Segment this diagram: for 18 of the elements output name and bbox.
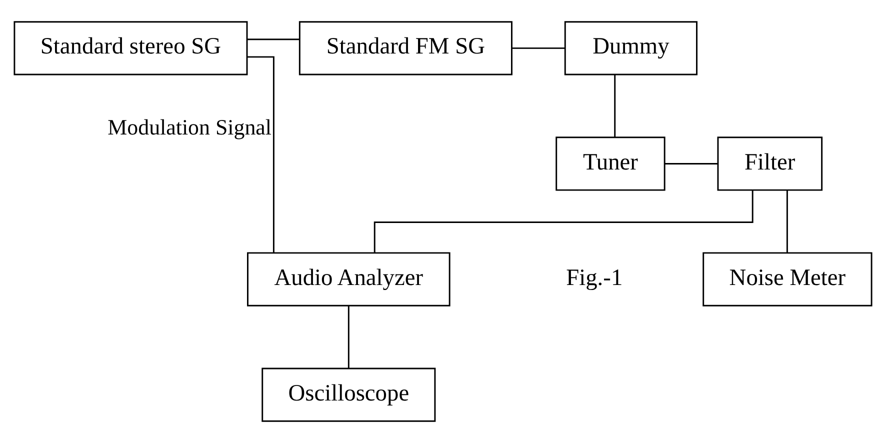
node-box: Standard FM SG	[298, 21, 512, 76]
label: Fig.-1	[566, 264, 623, 291]
connector	[786, 190, 788, 253]
connector	[348, 306, 350, 368]
node-box: Oscilloscope	[262, 368, 436, 422]
node-box: Audio Analyzer	[247, 252, 450, 306]
node-box: Filter	[717, 136, 823, 191]
connector	[614, 74, 616, 138]
connector	[664, 163, 718, 164]
connector	[247, 38, 300, 40]
node-box: Standard stereo SG	[14, 21, 248, 76]
connector	[247, 56, 274, 253]
connector	[374, 190, 754, 253]
node-box: Noise Meter	[702, 252, 872, 306]
connector	[512, 47, 566, 49]
node-box: Tuner	[556, 136, 666, 191]
node-box: Dummy	[564, 21, 698, 76]
edge-label: Modulation Signal	[108, 114, 272, 140]
